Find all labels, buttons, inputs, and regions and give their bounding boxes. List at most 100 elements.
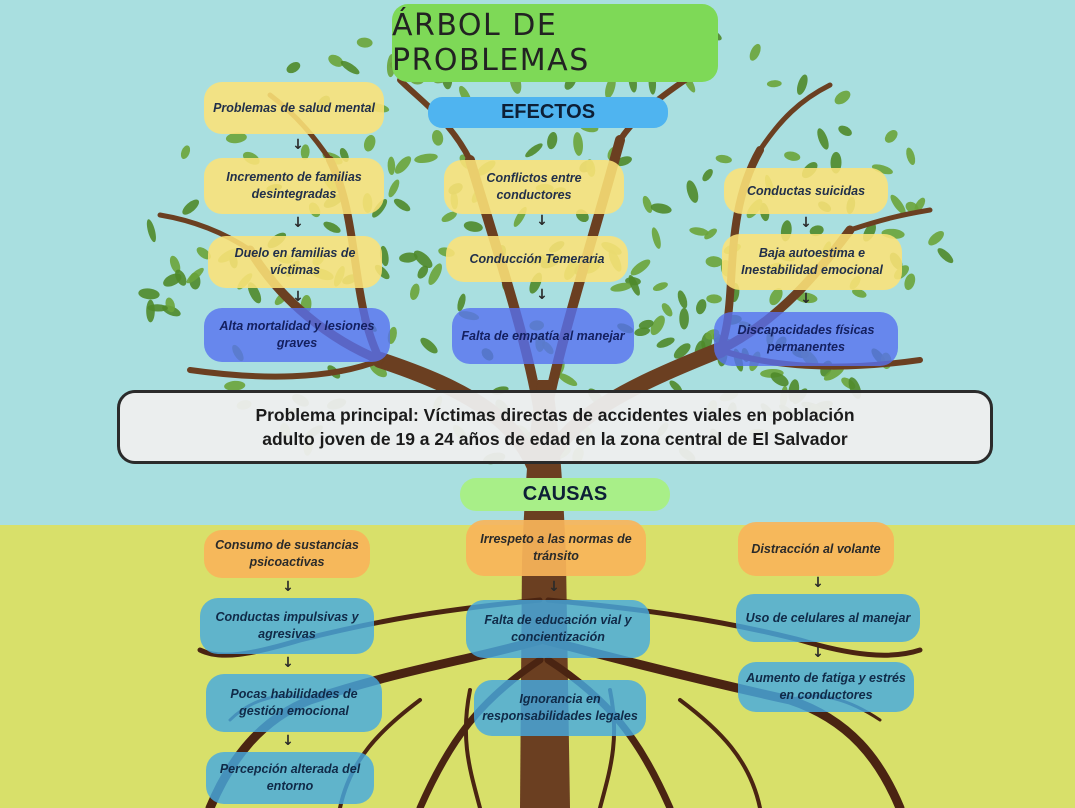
leaf bbox=[432, 129, 444, 146]
main-problem-line-1: Problema principal: Víctimas directas de… bbox=[255, 405, 855, 425]
leaf bbox=[393, 198, 411, 212]
leaf bbox=[186, 267, 204, 284]
leaf bbox=[525, 143, 543, 158]
arrow-down: ↓ bbox=[812, 575, 824, 591]
leaf bbox=[838, 125, 852, 136]
leaf bbox=[770, 372, 789, 387]
cause-left-1: Consumo de sustancias psicoactivas bbox=[204, 530, 370, 578]
leaf bbox=[852, 288, 867, 298]
leaf bbox=[809, 225, 824, 237]
leaf bbox=[890, 194, 906, 215]
leaf bbox=[661, 303, 673, 317]
leaf bbox=[628, 274, 640, 296]
cause-right-3: Aumento de fatiga y estrés en conductore… bbox=[738, 662, 914, 712]
leaf bbox=[704, 228, 717, 240]
leaf bbox=[175, 269, 187, 286]
arrow-down: ↓ bbox=[282, 733, 294, 749]
leaf bbox=[669, 380, 683, 393]
effect-right-3: Discapacidades físicas permanentes bbox=[714, 312, 898, 366]
leaf bbox=[769, 288, 783, 306]
leaf bbox=[463, 221, 483, 232]
main-problem-box: Problema principal: Víctimas directas de… bbox=[117, 390, 993, 464]
leaf bbox=[340, 60, 360, 75]
leaf bbox=[165, 297, 175, 313]
leaf bbox=[642, 195, 653, 213]
leaf bbox=[557, 373, 578, 387]
cause-right-1: Distracción al volante bbox=[738, 522, 894, 576]
leaf bbox=[796, 74, 808, 95]
leaf bbox=[363, 134, 376, 152]
leaf bbox=[138, 288, 160, 300]
leaf bbox=[702, 168, 713, 182]
leaf bbox=[784, 151, 801, 161]
leaf bbox=[673, 343, 691, 359]
arrow-down: ↓ bbox=[812, 645, 824, 661]
leaf bbox=[169, 255, 181, 274]
leaf bbox=[196, 247, 211, 260]
leaf bbox=[286, 62, 301, 74]
leaf bbox=[182, 199, 200, 215]
leaf bbox=[650, 315, 665, 336]
leaf bbox=[610, 282, 633, 292]
cause-center-2: Falta de educación vial y concientizació… bbox=[466, 600, 650, 658]
leaf bbox=[689, 227, 709, 236]
leaf bbox=[715, 154, 732, 164]
leaf bbox=[573, 132, 583, 156]
leaf bbox=[906, 147, 916, 166]
leaf bbox=[413, 250, 433, 269]
arrow-down: ↓ bbox=[282, 655, 294, 671]
effect-left-3: Duelo en familias de víctimas bbox=[208, 236, 382, 288]
cause-left-3: Pocas habilidades de gestión emocional bbox=[206, 674, 382, 732]
leaf bbox=[225, 132, 247, 144]
effect-left-2: Incremento de familias desintegradas bbox=[204, 158, 384, 214]
arrow-down: ↓ bbox=[536, 213, 548, 229]
cause-center-1: Irrespeto a las normas de tránsito bbox=[466, 520, 646, 576]
leaf bbox=[457, 293, 466, 312]
arrow-down: ↓ bbox=[536, 287, 548, 303]
leaf bbox=[817, 128, 829, 150]
leaf bbox=[696, 299, 707, 315]
leaf bbox=[394, 156, 412, 174]
leaf bbox=[884, 129, 898, 143]
leaf bbox=[823, 366, 845, 381]
effect-left-4: Alta mortalidad y lesiones graves bbox=[204, 308, 390, 362]
cause-right-2: Uso de celulares al manejar bbox=[736, 594, 920, 642]
leaf bbox=[652, 282, 668, 291]
leaf bbox=[369, 361, 387, 378]
arrow-down: ↓ bbox=[282, 579, 294, 595]
leaf bbox=[388, 179, 400, 198]
effects-heading: EFECTOS bbox=[428, 97, 668, 128]
leaf bbox=[766, 80, 782, 88]
leaf bbox=[379, 245, 389, 267]
main-problem-line-2: adulto joven de 19 a 24 años de edad en … bbox=[262, 429, 848, 449]
leaf bbox=[686, 180, 699, 203]
leaf bbox=[399, 252, 418, 263]
leaf bbox=[656, 337, 675, 348]
leaf bbox=[428, 263, 442, 286]
leaf bbox=[871, 164, 893, 175]
effect-center-2: Conducción Temeraria bbox=[446, 236, 628, 282]
leaf bbox=[706, 294, 722, 304]
effect-center-1: Conflictos entre conductores bbox=[444, 160, 624, 214]
leaf bbox=[409, 283, 420, 301]
arrow-down: ↓ bbox=[800, 291, 812, 307]
leaf bbox=[417, 265, 429, 279]
effect-right-2: Baja autoestima e Inestabilidad emociona… bbox=[722, 234, 902, 290]
leaf bbox=[937, 248, 954, 264]
arrow-down: ↓ bbox=[292, 289, 304, 305]
leaf bbox=[323, 221, 341, 233]
leaf bbox=[372, 199, 388, 218]
leaf bbox=[224, 380, 246, 391]
leaf bbox=[638, 319, 654, 330]
leaf bbox=[749, 43, 761, 61]
leaf bbox=[180, 145, 191, 159]
leaf bbox=[705, 256, 723, 268]
cause-center-3: Ignorancia en responsabilidades legales bbox=[474, 680, 646, 736]
cause-left-4: Percepción alterada del entorno bbox=[206, 752, 374, 804]
arrow-down: ↓ bbox=[292, 137, 304, 153]
leaf bbox=[328, 54, 344, 67]
leaf bbox=[904, 273, 916, 291]
arrow-down: ↓ bbox=[548, 579, 560, 595]
leaf bbox=[651, 227, 661, 249]
